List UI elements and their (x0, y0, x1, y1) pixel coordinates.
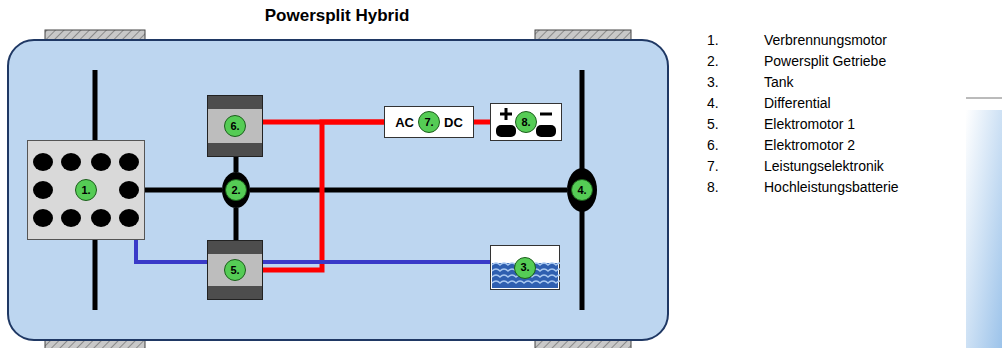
key-text: Tank (764, 74, 794, 91)
key-number: 7. (707, 158, 719, 175)
slide-rule (966, 98, 1002, 99)
callout-number: 1. (75, 179, 97, 201)
key-text: Verbrennungsmotor (764, 32, 887, 49)
node-text: AC (393, 116, 416, 129)
engine-block: 1. (27, 140, 145, 240)
key-number: 8. (707, 179, 719, 196)
callout-number: 5. (224, 259, 246, 281)
callout-number: 4. (571, 179, 593, 201)
key-number: 5. (707, 116, 719, 133)
key-text: Powersplit Getriebe (764, 53, 886, 70)
connector-line (250, 188, 567, 193)
key-number: 6. (707, 137, 719, 154)
motor-box: 5. (207, 240, 263, 300)
key-number: 1. (707, 32, 719, 49)
callout-number: 6. (224, 115, 246, 137)
callout-number: 2. (225, 179, 247, 201)
callout-number: 3. (514, 257, 536, 279)
key-number: 2. (707, 53, 719, 70)
differential-ellipse: 4. (567, 168, 597, 212)
slide-decoration (966, 110, 1002, 348)
callout-number: 7. (418, 111, 440, 133)
connector-line (234, 157, 239, 172)
tank-box: 3. (490, 245, 560, 290)
key-text: Leistungselektronik (764, 158, 884, 175)
key-text: Hochleistungsbatterie (764, 179, 899, 196)
key-number: 3. (707, 74, 719, 91)
connector-line (234, 208, 239, 240)
motor-box: 6. (207, 95, 263, 157)
node-text: DC (442, 116, 465, 129)
diagram-title: Powersplit Hybrid (0, 6, 674, 26)
connector-line (145, 188, 222, 193)
connector-line (474, 120, 490, 125)
battery-box: 8. (490, 103, 562, 141)
key-number: 4. (707, 95, 719, 112)
key-text: Elektromotor 2 (764, 137, 855, 154)
car-body (8, 40, 668, 340)
power-electronics-box: AC7.DC (384, 106, 474, 138)
callout-number: 8. (515, 111, 537, 133)
connector-line (263, 122, 384, 270)
key-text: Elektromotor 1 (764, 116, 855, 133)
connector-line (136, 240, 490, 262)
key-text: Differential (764, 95, 831, 112)
gearbox-ellipse: 2. (222, 172, 250, 208)
